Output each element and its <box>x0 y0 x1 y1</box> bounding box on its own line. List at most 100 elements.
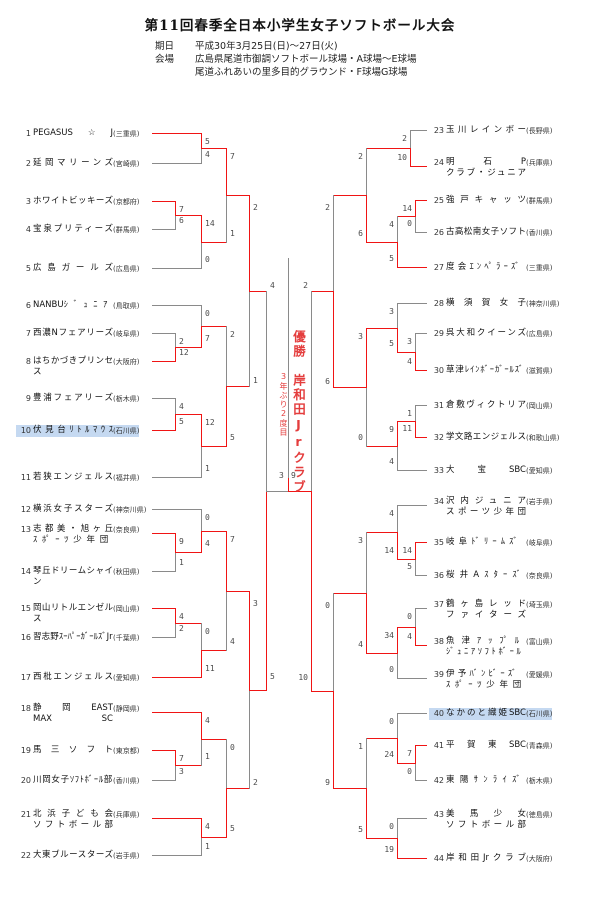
match-score: 4 <box>205 716 210 725</box>
match-score: 6 <box>358 229 363 238</box>
winner-path <box>201 414 202 447</box>
team-name: 倉敷ヴィクトリア <box>446 400 526 410</box>
team-name: 草津ﾚｲﾝﾎﾞｰｶﾞｰﾙｽﾞ <box>446 365 525 375</box>
winner-path <box>415 352 416 371</box>
team-line <box>415 405 427 406</box>
match-score: 3 <box>389 307 394 316</box>
team-prefecture: (香川県) <box>526 229 553 237</box>
team-prefecture: (大阪府) <box>526 855 553 863</box>
match-score: 0 <box>205 255 210 264</box>
winner-path <box>415 200 416 217</box>
team-prefecture: (神奈川県) <box>113 506 147 514</box>
winner-path <box>201 818 202 838</box>
team-prefecture: (長野県) <box>526 127 553 135</box>
team-prefecture: (愛知県) <box>113 674 140 682</box>
team-name: 豊浦フェアリーズ <box>33 393 113 403</box>
match-exit-line <box>266 491 289 492</box>
match-score: 6 <box>179 216 184 225</box>
match-score: 1 <box>205 842 210 851</box>
team-prefecture: (奈良県) <box>526 572 553 580</box>
match-score: 0 <box>358 433 363 442</box>
match-score: 0 <box>205 513 210 522</box>
team-name: 魚津ｱｯﾌﾟﾙｼﾞｭﾆｱｿﾌﾄﾎﾞｰﾙ <box>446 636 526 657</box>
match-score: 4 <box>230 637 235 646</box>
match-exit-line <box>366 148 411 149</box>
winner-path <box>410 148 411 167</box>
match-exit-line <box>226 788 250 789</box>
team-line <box>152 333 176 334</box>
team-name: 志都美・旭ヶ丘ｽﾎﾟｰﾂ少年団 <box>33 524 113 545</box>
team-seed: 3 <box>25 197 31 206</box>
match-score: 7 <box>230 152 235 161</box>
match-score: 5 <box>407 562 412 571</box>
champion-note: 3年ぶり2度目 <box>279 372 288 437</box>
match-score: 4 <box>389 220 394 229</box>
winner-path <box>175 608 176 624</box>
match-score: 7 <box>205 334 210 343</box>
winner-path <box>226 788 227 838</box>
team-name: 西濃Nフェアリーズ <box>33 328 113 338</box>
team-name: 琴丘ドリームシャイン <box>33 566 113 587</box>
winner-path <box>249 591 250 691</box>
match-score: 7 <box>407 749 412 758</box>
team-seed: 16 <box>20 633 31 642</box>
team-name: 横浜女子スターズ <box>33 504 113 514</box>
match-score: 3 <box>253 599 258 608</box>
team-line <box>415 780 427 781</box>
team-prefecture: (奈良県) <box>113 526 140 534</box>
winner-path <box>415 627 416 646</box>
venue-value-1: 広島県尾道市御調ソフトボール球場・A球場～E球場 <box>195 54 417 65</box>
winner-path <box>415 421 416 438</box>
match-score: 4 <box>407 632 412 641</box>
team-prefecture: (福井県) <box>113 474 140 482</box>
match-exit-line <box>201 739 227 740</box>
match-exit-line <box>226 591 250 592</box>
match-score: 1 <box>230 229 235 238</box>
match-score: 1 <box>205 752 210 761</box>
match-score: 6 <box>325 377 330 386</box>
match-score: 0 <box>205 309 210 318</box>
team-line <box>152 268 202 269</box>
team-seed: 43 <box>433 810 444 819</box>
team-line <box>152 398 176 399</box>
match-score: 5 <box>230 824 235 833</box>
team-seed: 18 <box>20 704 31 713</box>
match-score: 4 <box>407 357 412 366</box>
winner-path <box>201 712 202 740</box>
team-prefecture: (石川県) <box>526 710 553 718</box>
team-prefecture: (東京都) <box>113 747 140 755</box>
team-prefecture: (群馬県) <box>526 197 553 205</box>
team-name: 度会ｴﾝﾍﾟﾗｰｽﾞ <box>446 262 523 272</box>
team-seed: 32 <box>433 433 444 442</box>
winner-path <box>397 738 398 764</box>
match-exit-line <box>366 653 398 654</box>
team-prefecture: (愛知県) <box>526 467 553 475</box>
match-exit-line <box>201 837 227 838</box>
team-prefecture: (愛媛県) <box>526 671 553 679</box>
team-prefecture: (青森県) <box>526 742 553 750</box>
team-prefecture: (広島県) <box>526 330 553 338</box>
team-name: 呉大和クイーンズ <box>446 328 526 338</box>
match-score: 2 <box>179 337 184 346</box>
match-exit-line <box>311 291 334 292</box>
match-score: 0 <box>407 767 412 776</box>
match-score: 0 <box>325 601 330 610</box>
team-line <box>397 818 427 819</box>
team-seed: 6 <box>25 301 31 310</box>
team-line <box>152 361 176 362</box>
team-line <box>415 437 427 438</box>
match-score: 0 <box>230 743 235 752</box>
team-name: はちかづきプリンセス <box>33 356 113 377</box>
match-score: 24 <box>384 750 394 759</box>
team-line <box>415 200 427 201</box>
team-seed: 37 <box>433 600 444 609</box>
